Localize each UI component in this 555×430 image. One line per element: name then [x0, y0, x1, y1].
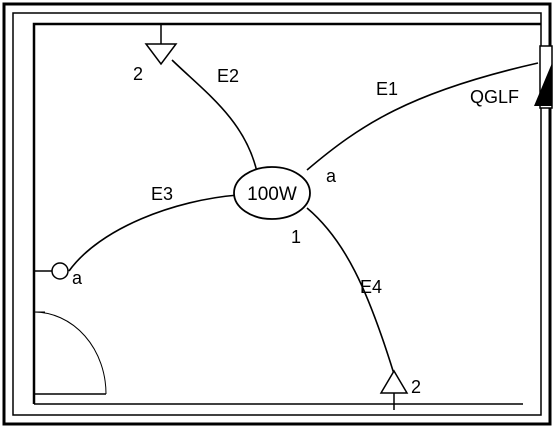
wire-e1 [306, 62, 539, 171]
fixture-label: 100W [247, 184, 297, 205]
outer-frame [2, 2, 552, 426]
fixture-ellipse [233, 166, 311, 220]
panel-label: QGLF [470, 87, 519, 107]
switch-bottom[interactable] [379, 369, 409, 410]
wire-e2-label: E2 [217, 66, 239, 86]
outlet-left[interactable] [34, 262, 69, 280]
wire-e1-label: E1 [376, 79, 398, 99]
switch-top-triangle-icon [144, 43, 178, 66]
fixture-terminal-label: a [326, 166, 337, 186]
switch-bottom-label: 2 [411, 377, 421, 397]
wire-e3 [68, 194, 239, 272]
wire-e2 [171, 59, 258, 173]
panel-symbol-icon [534, 63, 552, 106]
fixture-lower-label: 1 [291, 227, 301, 247]
switch-top[interactable] [144, 24, 178, 66]
wire-e4 [306, 207, 395, 375]
switch-top-label: 2 [133, 64, 143, 84]
room-wall-top-left [32, 22, 541, 404]
inner-frame [12, 12, 542, 416]
distribution-panel[interactable] [534, 45, 553, 109]
wire-e3-label: E3 [151, 184, 173, 204]
door-swing [33, 311, 107, 395]
switch-bottom-triangle-icon [379, 369, 409, 394]
outlet-left-label: a [72, 268, 83, 288]
wire-e4-label: E4 [360, 277, 382, 297]
light-fixture[interactable]: 100W [233, 166, 311, 220]
outlet-circle-icon [51, 262, 69, 280]
